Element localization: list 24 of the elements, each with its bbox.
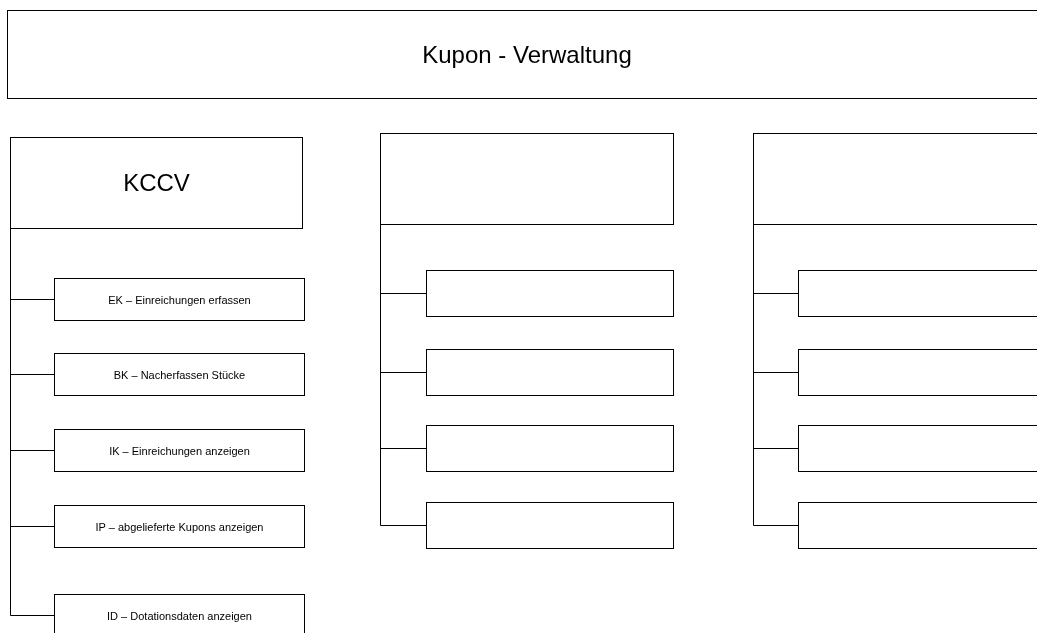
empty-box [798,502,1037,549]
label-box [54,594,305,633]
empty-box [426,425,674,472]
empty-box [426,502,674,549]
box-label: IK – Einreichungen anzeigen [109,444,250,457]
box-label: Kupon - Verwaltung [422,40,632,69]
empty-box [426,270,674,317]
box-label: IP – abgelieferte Kupons anzeigen [95,520,264,533]
box-label: BK – Nacherfassen Stücke [113,368,246,381]
empty-box [753,133,1037,225]
empty-box [798,349,1037,396]
label-box [54,353,305,396]
label-box [10,137,303,229]
box-label: ID – Dotationsdaten anzeigen [107,609,252,622]
label-box [54,505,305,548]
label-box [54,429,305,472]
empty-box [426,349,674,396]
empty-box [380,133,674,225]
empty-box [798,270,1037,317]
box-label: KCCV [123,169,190,197]
label-box [54,278,305,321]
empty-box [798,425,1037,472]
box-label: EK – Einreichungen erfassen [108,293,251,306]
title-box [7,10,1037,99]
